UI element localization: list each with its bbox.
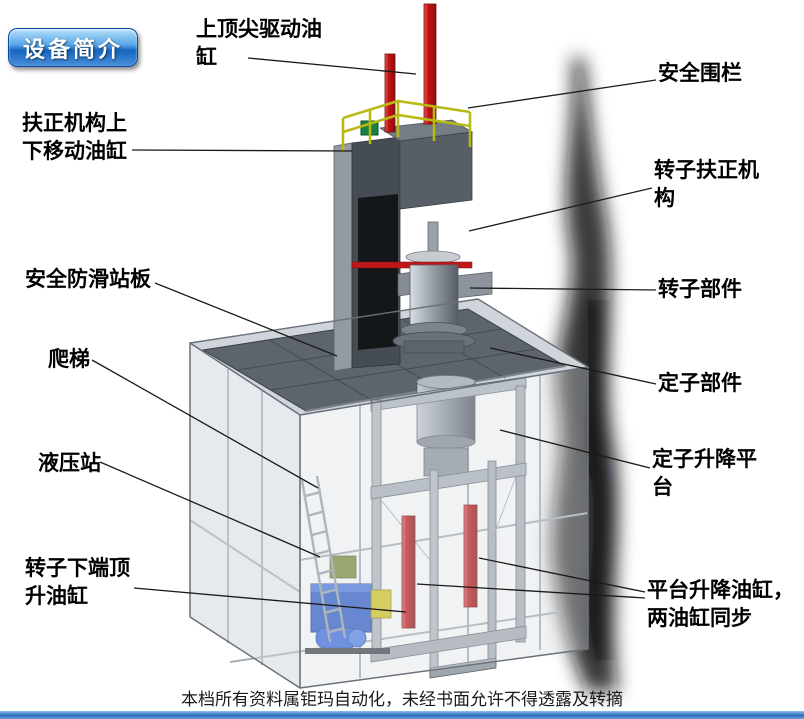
- callout-hydraulic-station: 液压站: [38, 452, 101, 475]
- enclosure-walls: [189, 341, 589, 690]
- callout-stator-lift-platform: 定子升降平台: [652, 448, 757, 499]
- callout-safety-fence: 安全围栏: [658, 62, 742, 85]
- title-badge: 设备简介: [8, 28, 138, 67]
- bottom-accent-bar: [0, 711, 804, 719]
- callout-rotor-centering-mechanism: 转子扶正机构: [654, 159, 759, 210]
- top-pin-drive-cylinders: [384, 3, 437, 133]
- platform-lift-cylinder-rods: [401, 504, 478, 629]
- footer-copyright: 本档所有资料属钜玛自动化，未经书面允许不得透露及转摘: [181, 690, 623, 709]
- press-column: [333, 119, 474, 372]
- callout-stator-component: 定子部件: [658, 372, 742, 395]
- ladder-rails: [300, 475, 347, 643]
- shadow-smear: [551, 58, 619, 692]
- callout-rotor-bottom-jack-cylinder: 转子下端顶升油缸: [25, 557, 130, 608]
- enclosure-edges: [189, 298, 589, 689]
- leader-lines: [91, 57, 657, 613]
- callout-anti-slip-platform: 安全防滑站板: [25, 268, 151, 291]
- callout-ladder: 爬梯: [48, 348, 90, 371]
- rotor-assembly: [351, 221, 493, 354]
- safety-fence-rails: [341, 99, 472, 152]
- callout-top-pin-drive-cylinder: 上顶尖驱动油缸: [196, 18, 322, 69]
- callout-centering-lift-cylinder: 扶正机构上下移动油缸: [22, 112, 127, 163]
- callout-rotor-component: 转子部件: [658, 278, 742, 301]
- callout-platform-lift-cylinders: 平台升降油缸，两油缸同步: [647, 579, 794, 630]
